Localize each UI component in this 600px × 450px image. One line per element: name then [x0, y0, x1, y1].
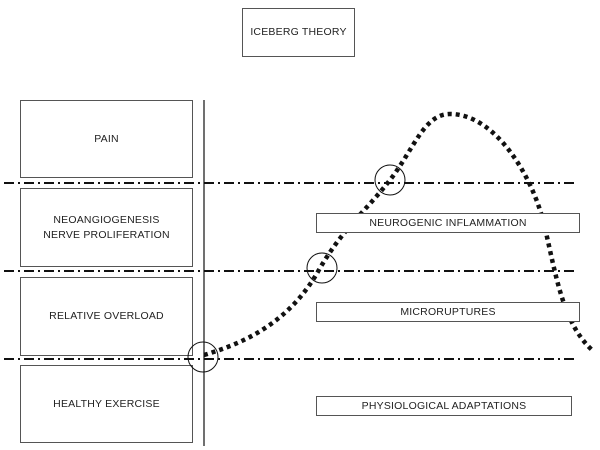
transition-circle-neoangiogenesis	[306, 252, 338, 284]
response-label-microruptures: MICRORUPTURES	[400, 305, 496, 318]
response-label-physiological-adaptations: PHYSIOLOGICAL ADAPTATIONS	[361, 399, 527, 412]
stage-label-nerve-proliferation: NERVE PROLIFERATION	[43, 228, 170, 241]
response-box-physiological-adaptations: PHYSIOLOGICAL ADAPTATIONS	[316, 396, 572, 416]
stage-label-neoangiogenesis: NEOANGIOGENESIS	[53, 213, 160, 226]
diagram-title: ICEBERG THEORY	[242, 8, 355, 57]
response-box-neurogenic-inflammation: NEUROGENIC INFLAMMATION	[316, 213, 580, 233]
stage-box-pain: PAIN	[20, 100, 193, 178]
stage-box-healthy-exercise: HEALTHY EXERCISE	[20, 365, 193, 443]
stage-box-neoangiogenesis: NEOANGIOGENESIS NERVE PROLIFERATION	[20, 188, 193, 267]
transition-circle-overload	[187, 341, 219, 373]
transition-circle-pain	[374, 164, 406, 196]
diagram-title-text: ICEBERG THEORY	[250, 26, 347, 38]
response-label-neurogenic-inflammation: NEUROGENIC INFLAMMATION	[369, 216, 527, 229]
response-box-microruptures: MICRORUPTURES	[316, 302, 580, 322]
stage-label-pain: PAIN	[94, 132, 119, 145]
stage-label-healthy-exercise: HEALTHY EXERCISE	[53, 397, 160, 410]
stage-box-relative-overload: RELATIVE OVERLOAD	[20, 277, 193, 356]
stage-label-relative-overload: RELATIVE OVERLOAD	[49, 310, 164, 322]
